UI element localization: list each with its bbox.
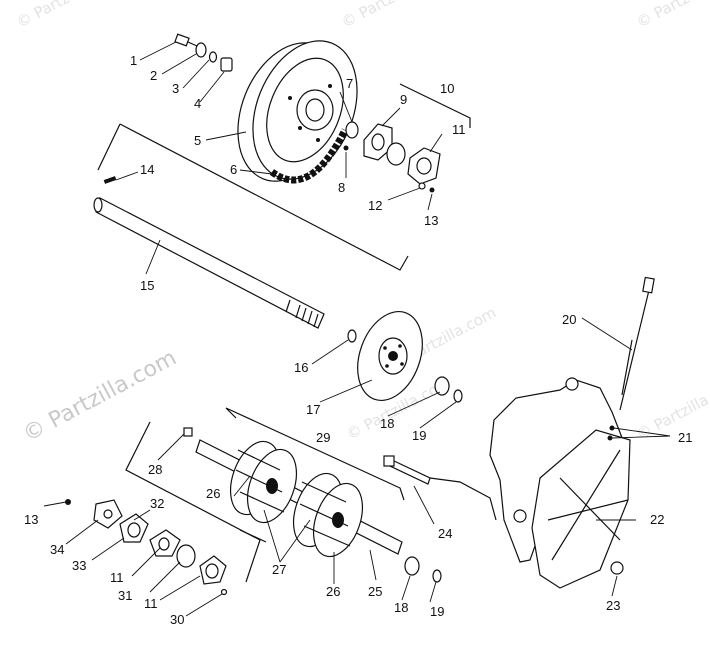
callout-13-lower: 13: [24, 512, 38, 527]
callout-21: 21: [678, 430, 692, 445]
callout-7: 7: [346, 76, 353, 91]
lower-assembly: [65, 407, 497, 596]
callout-3: 3: [172, 81, 179, 96]
callout-25: 25: [368, 584, 382, 599]
lock-nut-part: [429, 187, 435, 193]
seal-lower-part: [404, 556, 420, 576]
callout-22: 22: [650, 512, 664, 527]
callout-29: 29: [316, 430, 330, 445]
watermark-top-right: © Partzilla.com: [633, 0, 710, 32]
group-bracket-upper: [119, 123, 409, 271]
callout-26-right: 26: [326, 584, 340, 599]
callout-labels: 1 2 3 4 5 6 7 8 9 10 11 12 13 14 15 16 1…: [24, 53, 692, 627]
drive-pulley: [237, 40, 358, 182]
callout-1: 1: [130, 53, 137, 68]
lower-shaft-part: [195, 439, 403, 558]
housing-lower-part: [149, 529, 181, 557]
group-bracket-parts: [239, 529, 267, 543]
callout-17: 17: [306, 402, 320, 417]
callout-32: 32: [150, 496, 164, 511]
callout-10: 10: [440, 81, 454, 96]
snap-ring-part: [453, 389, 463, 403]
callout-28: 28: [148, 462, 162, 477]
callout-4: 4: [194, 96, 201, 111]
callout-15: 15: [140, 278, 154, 293]
driveshaft-part: [93, 197, 325, 329]
callout-20: 20: [562, 312, 576, 327]
callout-8: 8: [338, 180, 345, 195]
callout-33: 33: [72, 558, 86, 573]
callout-24: 24: [438, 526, 452, 541]
seal-part: [434, 376, 450, 396]
lock-nut-lower-part: [65, 499, 71, 505]
callout-5: 5: [194, 133, 201, 148]
callout-34: 34: [50, 542, 64, 557]
callout-12: 12: [368, 198, 382, 213]
callout-18-lower: 18: [394, 600, 408, 615]
track-sprocket-right: [292, 472, 364, 558]
callout-13-top: 13: [424, 213, 438, 228]
washer-small-part: [208, 51, 218, 63]
watermark-right: © Partzilla.com: [633, 373, 710, 443]
cover-nut-part: [610, 561, 624, 575]
callout-11-top: 11: [452, 122, 466, 137]
washer-part: [195, 42, 207, 58]
o-ring-part: [347, 329, 357, 343]
callout-18-upper: 18: [380, 416, 394, 431]
brake-disc-part: [357, 310, 423, 402]
bearing-housing-part: [407, 147, 441, 185]
watermark-main: © Partzilla.com: [19, 346, 181, 448]
group-bracket-29: [225, 407, 405, 501]
group-bracket-10: [399, 83, 471, 128]
callout-30: 30: [170, 612, 184, 627]
bolt-28-part: [183, 427, 193, 437]
flange-30-part: [199, 555, 228, 596]
callout-26-left: 26: [206, 486, 220, 501]
leader-lines: [43, 41, 671, 617]
brake-cable-part: [619, 285, 651, 411]
callout-23: 23: [606, 598, 620, 613]
watermark-top-center: © Partzilla.com: [338, 0, 449, 32]
bearing-part: [386, 142, 406, 166]
callout-11-lower-a: 11: [110, 570, 124, 585]
callout-31: 31: [118, 588, 132, 603]
pin-part: [343, 145, 349, 151]
flange-33-part: [119, 513, 149, 543]
drive-chain: [269, 128, 349, 184]
flange-34-part: [93, 499, 123, 529]
spacer-part: [220, 57, 233, 72]
callout-16: 16: [294, 360, 308, 375]
bolt-part: [174, 33, 198, 47]
group-bracket-left: [97, 123, 121, 171]
group-bracket-lower-left: [125, 421, 261, 541]
brake-disc-group: [347, 310, 463, 403]
stud-part: [383, 455, 431, 485]
callout-2: 2: [150, 68, 157, 83]
callout-19-upper: 19: [412, 428, 426, 443]
callout-14: 14: [140, 162, 154, 177]
thrust-washer-part: [345, 121, 359, 139]
callout-11-lower-b: 11: [144, 596, 158, 611]
snap-ring-lower-part: [432, 569, 442, 583]
track-sprocket-left: [229, 440, 298, 524]
bearing-lower-part: [176, 544, 196, 568]
watermark-top-left: © Partzilla.com: [13, 0, 124, 32]
upper-assembly: [93, 33, 471, 329]
chaincase-housing: [489, 276, 655, 589]
callout-19-lower: 19: [430, 604, 444, 619]
callout-6: 6: [230, 162, 237, 177]
callout-9: 9: [400, 92, 407, 107]
woodruff-key-part: [103, 176, 117, 184]
callout-27: 27: [272, 562, 286, 577]
nut-part: [418, 182, 426, 190]
